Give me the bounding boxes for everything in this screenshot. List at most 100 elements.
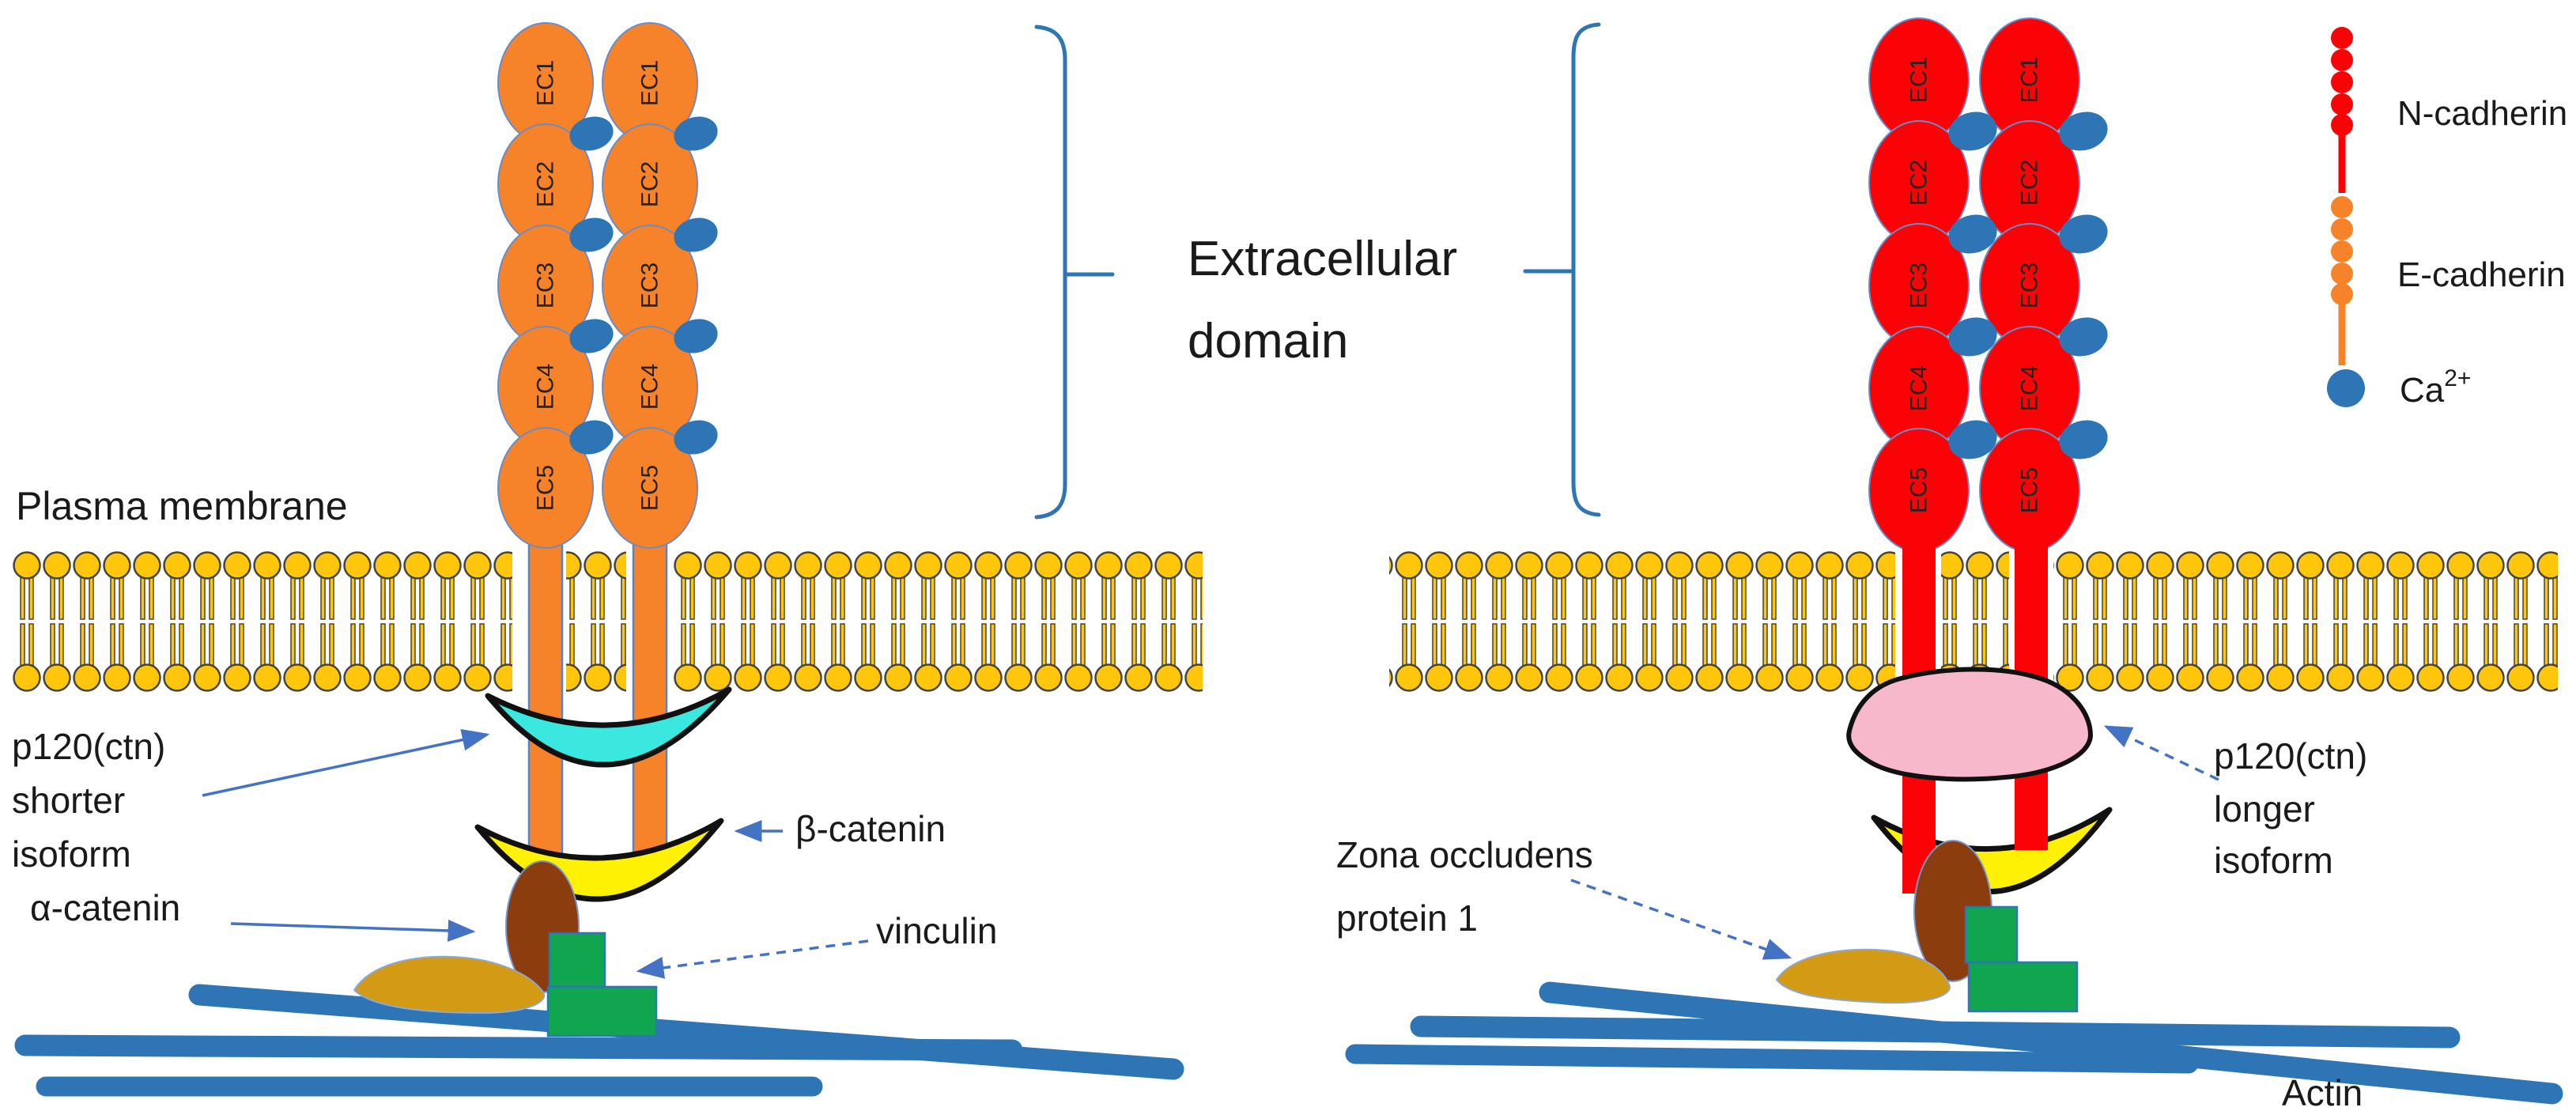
- e-cadherin-stem: [632, 504, 668, 863]
- calcium-ion-icon: [2059, 111, 2108, 151]
- ec-domain-ellipse: [497, 427, 594, 549]
- ec-domain-label: EC5: [637, 465, 663, 511]
- p120-longer-isoform-shape: [1846, 667, 2093, 782]
- vinculin-shape: [1964, 905, 2019, 964]
- legend-bead: [2331, 71, 2353, 93]
- calcium-ion-icon: [1948, 317, 1997, 357]
- extracellular-domain-label: domain: [1188, 314, 1348, 368]
- legend-bead: [2331, 240, 2353, 263]
- ec-domain-label: EC3: [1906, 263, 1932, 308]
- membrane-segment: [566, 551, 626, 692]
- vinculin-arrow: [636, 939, 869, 979]
- actin-filament: [14, 1034, 1023, 1061]
- ec-domain-label: EC5: [533, 465, 559, 511]
- calcium-ion-icon: [1948, 214, 1997, 254]
- calcium-legend-label: Ca2+: [2400, 365, 2471, 410]
- ec-domain-label: EC4: [533, 364, 559, 410]
- legend-bead: [2331, 196, 2353, 218]
- zona-occludens-shape: [1775, 948, 1951, 1004]
- p120-shorter-label: shorter: [12, 780, 125, 821]
- vinculin-label: vinculin: [876, 910, 997, 951]
- actin-filament: [1345, 1044, 2199, 1074]
- ec-domain-label: EC4: [637, 364, 663, 410]
- membrane-segment: [1389, 551, 1895, 692]
- zona-occludens-arrow: [1570, 879, 1792, 960]
- calcium-ion-icon: [2059, 420, 2108, 459]
- e-cadherin-legend-icon: [2331, 196, 2353, 365]
- p120-shorter-arrow: [202, 728, 490, 797]
- adaptor-protein-shape: [353, 955, 546, 1015]
- diagram-labels: Plasma membrane Extracellular domain p12…: [12, 232, 2367, 1111]
- ec-domain-label: EC3: [2017, 263, 2043, 308]
- ec-domain-label: EC1: [637, 60, 663, 106]
- vinculin-shape: [546, 985, 658, 1037]
- calcium-ion-icon: [569, 116, 614, 151]
- alpha-catenin-label: α-catenin: [30, 887, 180, 928]
- ec-domain-label: EC1: [2017, 57, 2043, 103]
- legend-bead: [2331, 27, 2353, 49]
- plasma-membrane-label: Plasma membrane: [16, 484, 348, 528]
- legend-bead: [2331, 114, 2353, 136]
- legend-bead: [2331, 263, 2353, 285]
- p120-shorter-isoform-shape: [485, 686, 732, 768]
- e-cadherin-legend-label: E-cadherin: [2397, 255, 2566, 294]
- ec-domain-label: EC2: [1906, 160, 1932, 206]
- p120-longer-label: longer: [2214, 788, 2315, 829]
- ec-domain-label: EC2: [533, 161, 559, 207]
- ec-domain-label: EC1: [1906, 57, 1932, 103]
- calcium-ion-icon: [569, 217, 614, 252]
- extracellular-bracket: [1034, 22, 1601, 520]
- legend-bead: [2331, 283, 2353, 305]
- actin-filament: [1410, 1015, 2461, 1049]
- ec-domain-label: EC5: [2017, 467, 2043, 513]
- alpha-catenin-arrow: [230, 919, 476, 942]
- p120-longer-arrow: [2103, 725, 2219, 781]
- zona-occludens-label: protein 1: [1336, 897, 1478, 939]
- beta-catenin-label: β-catenin: [795, 808, 946, 849]
- actin-label: Actin: [2282, 1072, 2363, 1111]
- calcium-ion-icon: [2059, 214, 2108, 254]
- legend-bead: [2331, 93, 2353, 115]
- vinculin-shape: [548, 932, 606, 988]
- ec-domain-label: EC5: [1906, 467, 1932, 513]
- n-cadherin-molecule: EC1 EC2 EC3 EC4 EC5 EC1 EC2 EC3 EC4 EC5: [1868, 17, 2108, 553]
- n-cadherin-legend-icon: [2331, 27, 2353, 193]
- membrane-segment: [12, 551, 512, 692]
- right-bracket: [1571, 22, 1601, 517]
- membrane-segment: [2053, 551, 2558, 692]
- calcium-ion-icon: [1948, 111, 1997, 151]
- ec-domain-label: EC4: [1906, 365, 1932, 411]
- ec-domain-label: EC2: [637, 161, 663, 207]
- calcium-ion-icon: [569, 319, 614, 353]
- membrane-segment: [673, 551, 1203, 692]
- calcium-legend-icon: [2327, 369, 2365, 407]
- calcium-ion-icon: [2059, 317, 2108, 357]
- ec-domain-label: EC2: [2017, 160, 2043, 206]
- ec-domain-ellipse: [602, 427, 698, 549]
- legend: N-cadherin E-cadherin Ca2+: [2327, 27, 2567, 410]
- p120-shorter-label: p120(ctn): [12, 726, 165, 767]
- calcium-ion-icon: [569, 420, 614, 455]
- left-bracket: [1034, 25, 1067, 520]
- ec-domain-label: EC3: [533, 263, 559, 308]
- legend-stem: [2338, 133, 2346, 193]
- calcium-ion-icon: [1948, 420, 1997, 459]
- annotation-arrows: [202, 725, 2219, 979]
- vinculin-shape: [1967, 961, 2079, 1013]
- p120-shorter-label: isoform: [12, 833, 131, 875]
- calcium-ion-icon: [674, 217, 718, 252]
- zona-occludens-label: Zona occludens: [1336, 834, 1593, 875]
- e-cadherin-molecule: EC1 EC2 EC3 EC4 EC5 EC1 EC2 EC3 EC4 EC5: [497, 22, 718, 863]
- right-intracellular-complex: [1345, 514, 2563, 1105]
- calcium-ion-icon: [674, 420, 718, 455]
- p120-longer-label: p120(ctn): [2214, 735, 2367, 777]
- ec-domain-label: EC1: [533, 60, 559, 106]
- left-intracellular-complex: [14, 686, 1184, 1097]
- calcium-ion-icon: [674, 116, 718, 151]
- legend-stem: [2338, 302, 2346, 365]
- e-cadherin-stem: [527, 504, 564, 863]
- legend-bead: [2331, 218, 2353, 240]
- legend-bead: [2331, 49, 2353, 71]
- ec-domain-label: EC4: [2017, 365, 2043, 411]
